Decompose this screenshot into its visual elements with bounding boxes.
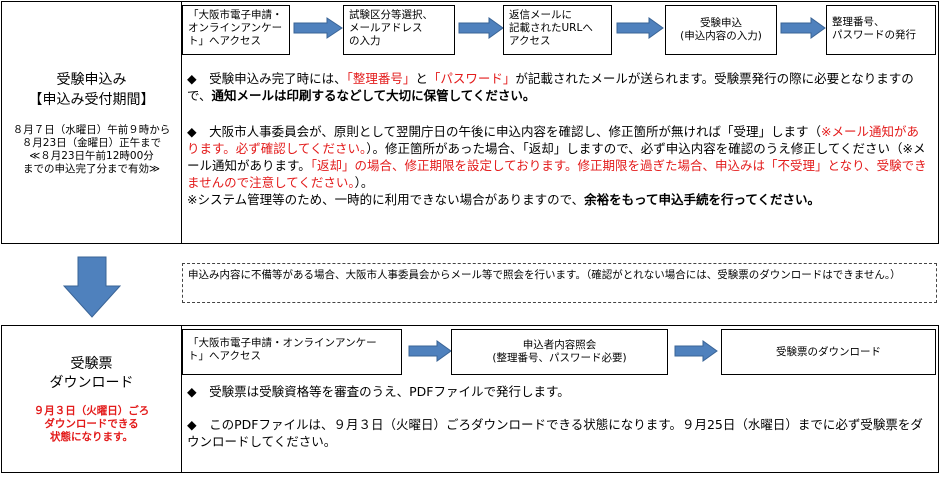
flow1-arrow-1 (293, 17, 343, 39)
flow2-arrow-1 (408, 340, 452, 362)
flow2-box-inquiry: 申込者内容照会(整理番号、パスワード必要) (451, 329, 668, 375)
section1-title: 受験申込み (56, 71, 127, 88)
flow1-box-access: 「大阪市電子申請・オンラインアンケート」へアクセス (182, 5, 290, 55)
section2-content-cell (181, 325, 939, 473)
flow1-arrow-4 (780, 17, 826, 39)
period-line4: までの申込完了分まで有効≫ (23, 162, 160, 175)
section2-note-line2: ダウンロードできる (44, 417, 139, 430)
period-line3: ≪８月23日午前12時00分 (29, 149, 154, 162)
flow1-box-url: 返信メールに記載されたURLへアクセス (503, 5, 612, 55)
flow2-box-access: 「大阪市電子申請・オンラインアンケート」へアクセス (182, 329, 402, 375)
flow1-arrow-3 (616, 17, 664, 39)
section2-note-line3: 状態になります。 (50, 430, 133, 443)
section2-paragraph-2: ◆ このPDFファイルは、９月３日（火曜日）ごろダウンロードできる状態になります… (187, 417, 923, 449)
section2-subtitle: ダウンロード (49, 374, 134, 391)
flow2-box-download: 受験票のダウンロード (721, 329, 936, 375)
middle-note-box: 申込み内容に不備等がある場合、大阪市人事委員会からメール等で照会を行います。（確… (182, 263, 937, 303)
period-line2: ８月23日（金曜日）正午まで (21, 136, 162, 149)
flow2-arrow-2 (674, 340, 718, 362)
period-line1: ８月７日（水曜日）午前９時から (12, 123, 171, 136)
flow1-arrow-2 (458, 17, 504, 39)
section2-title: 受験票 (70, 355, 113, 372)
flow1-box-issue: 整理番号、パスワードの発行 (826, 5, 936, 55)
notice-paragraph-1: ◆ 受験申込み完了時には、「整理番号」と「パスワード」が記載されたメールが送られ… (187, 71, 914, 103)
flow1-box-apply: 受験申込(申込内容の入力) (665, 5, 777, 55)
section1-content-cell (181, 1, 939, 244)
section1-subtitle: 【申込み受付期間】 (28, 91, 155, 108)
notice-paragraph-2: ◆ 大阪市人事委員会が、原則として翌開庁日の午後に申込内容を確認し、修正箇所が無… (187, 124, 927, 207)
section2-paragraph-1: ◆ 受験票は受験資格等を審査のうえ、PDFファイルで発行します。 (187, 384, 570, 399)
section1-label-cell: 受験申込み 【申込み受付期間】 ８月７日（水曜日）午前９時から ８月23日（金曜… (1, 1, 182, 244)
middle-note-text: 申込み内容に不備等がある場合、大阪市人事委員会からメール等で照会を行います。（確… (188, 269, 901, 281)
flow1-box-select: 試験区分等選択、メールアドレスの入力 (343, 5, 455, 55)
section2-note-line1: ９月３日（火曜日）ごろ (33, 404, 150, 417)
section2-label-cell: 受験票 ダウンロード ９月３日（火曜日）ごろ ダウンロードできる 状態になります… (1, 325, 182, 473)
down-arrow (63, 256, 121, 318)
